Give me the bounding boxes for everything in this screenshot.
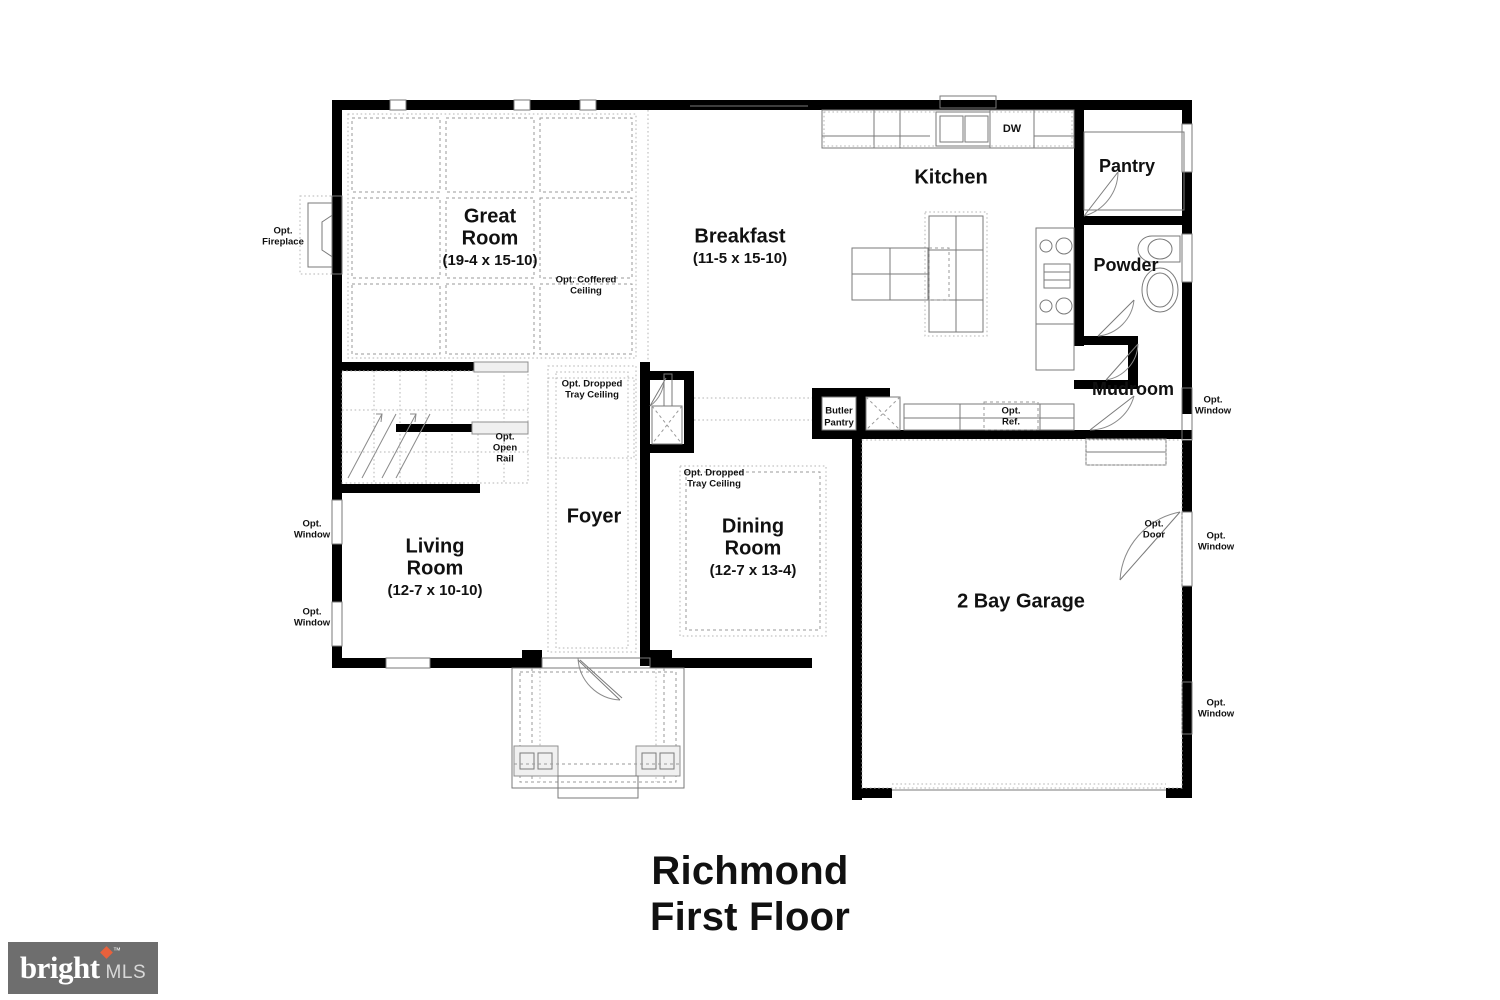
- opt-open-rail-label-line1: Opt.: [496, 432, 515, 443]
- opt-window-living-lower-label-line2: Window: [294, 618, 331, 629]
- opt-tray-ceiling-foyer-label-line1: Opt. Dropped: [562, 379, 623, 390]
- staircase: [341, 361, 529, 484]
- room-dimensions-breakfast: (11-5 x 15-10): [693, 250, 787, 267]
- room-label-living-room-line1: Living: [406, 535, 465, 557]
- room-label-dining-room-line1: Dining: [722, 515, 784, 537]
- butler-pantry-group: Butler Pantry Opt. Ref.: [821, 396, 1075, 431]
- opt-window-living-upper-label-line1: Opt.: [303, 519, 322, 530]
- opt-window-garage-lower-label-line2: Window: [1198, 709, 1235, 720]
- opt-window-living-upper-label-line2: Window: [294, 530, 331, 541]
- room-label-great-room-line2: Room: [462, 227, 519, 249]
- kitchen-counters: DW: [821, 95, 1075, 149]
- kitchen-range: [1035, 227, 1075, 371]
- opt-coffered-ceiling-label-line2: Ceiling: [570, 286, 602, 297]
- opt-window-garage-upper-label-line2: Window: [1198, 542, 1235, 553]
- butler-pantry-label-line1: Butler: [825, 406, 853, 417]
- opt-tray-ceiling-foyer-label-line2: Tray Ceiling: [565, 390, 619, 401]
- room-label-foyer: Foyer: [567, 505, 622, 527]
- mudroom-fixtures: [1085, 395, 1167, 466]
- opt-ref-label-line1: Opt.: [1002, 406, 1021, 417]
- foyer-elements: [547, 365, 683, 653]
- opt-window-garage-lower-label-line1: Opt.: [1207, 698, 1226, 709]
- room-label-mudroom: Mudroom: [1092, 379, 1174, 399]
- watermark-trademark: ™: [112, 946, 121, 955]
- garage-outline: [861, 439, 1183, 791]
- foyer-tray-ceiling: [547, 377, 635, 459]
- opt-open-rail-label-line3: Rail: [496, 454, 513, 465]
- room-label-kitchen: Kitchen: [914, 166, 987, 188]
- plan-title-block: Richmond First Floor: [0, 848, 1500, 940]
- opt-door-garage-label-line2: Door: [1143, 530, 1165, 541]
- room-dimensions-great-room: (19-4 x 15-10): [442, 252, 537, 269]
- opt-window-mudroom-label-line1: Opt.: [1204, 395, 1223, 406]
- room-label-living-room-line2: Room: [407, 557, 464, 579]
- room-label-breakfast: Breakfast: [694, 225, 786, 247]
- opt-fireplace-label-line2: Fireplace: [262, 237, 304, 248]
- opt-ref-label-line2: Ref.: [1002, 417, 1020, 428]
- windows-group: [331, 99, 1193, 735]
- dining-room-tray-ceiling: [679, 465, 827, 637]
- powder-fixtures: [1097, 235, 1181, 381]
- opt-window-garage-upper-label-line1: Opt.: [1207, 531, 1226, 542]
- butler-pantry-label-line2: Pantry: [824, 418, 854, 429]
- bright-mls-watermark: bright ™ MLS: [8, 942, 158, 994]
- plan-title-line1: Richmond: [651, 849, 849, 893]
- great-room-coffered-ceiling: [347, 113, 637, 359]
- diamond-icon: [99, 946, 113, 959]
- watermark-suffix-text: MLS: [105, 962, 147, 983]
- opt-door-garage-label-line1: Opt.: [1145, 519, 1164, 530]
- plan-title-line2: First Floor: [650, 895, 850, 939]
- watermark-brand-text: bright: [19, 950, 100, 985]
- room-dimensions-living-room: (12-7 x 10-10): [387, 582, 482, 599]
- opt-coffered-ceiling-label-line1: Opt. Coffered: [556, 275, 617, 286]
- front-porch: [511, 657, 685, 799]
- room-label-great-room-line1: Great: [464, 205, 517, 227]
- opt-tray-ceiling-dining-label-line1: Opt. Dropped: [684, 468, 745, 479]
- breakfast-area-outline: [647, 105, 808, 362]
- room-label-pantry: Pantry: [1099, 156, 1155, 176]
- opt-fireplace-label-line1: Opt.: [274, 226, 293, 237]
- room-label-powder: Powder: [1093, 255, 1158, 275]
- opt-window-mudroom-label-line2: Window: [1195, 406, 1232, 417]
- room-label-garage: 2 Bay Garage: [957, 590, 1085, 612]
- room-dimensions-dining-room: (12-7 x 13-4): [710, 562, 797, 579]
- opt-window-living-lower-label-line1: Opt.: [303, 607, 322, 618]
- kitchen-island: [851, 211, 988, 337]
- room-label-dining-room-line2: Room: [725, 537, 782, 559]
- opt-tray-ceiling-dining-label-line2: Tray Ceiling: [687, 479, 741, 490]
- dishwasher-label: DW: [1003, 123, 1022, 135]
- opt-open-rail-label-line2: Open: [493, 443, 517, 454]
- walls-group: [332, 100, 1192, 800]
- pantry-fixtures: [1083, 131, 1185, 217]
- dining-passage: [694, 397, 812, 421]
